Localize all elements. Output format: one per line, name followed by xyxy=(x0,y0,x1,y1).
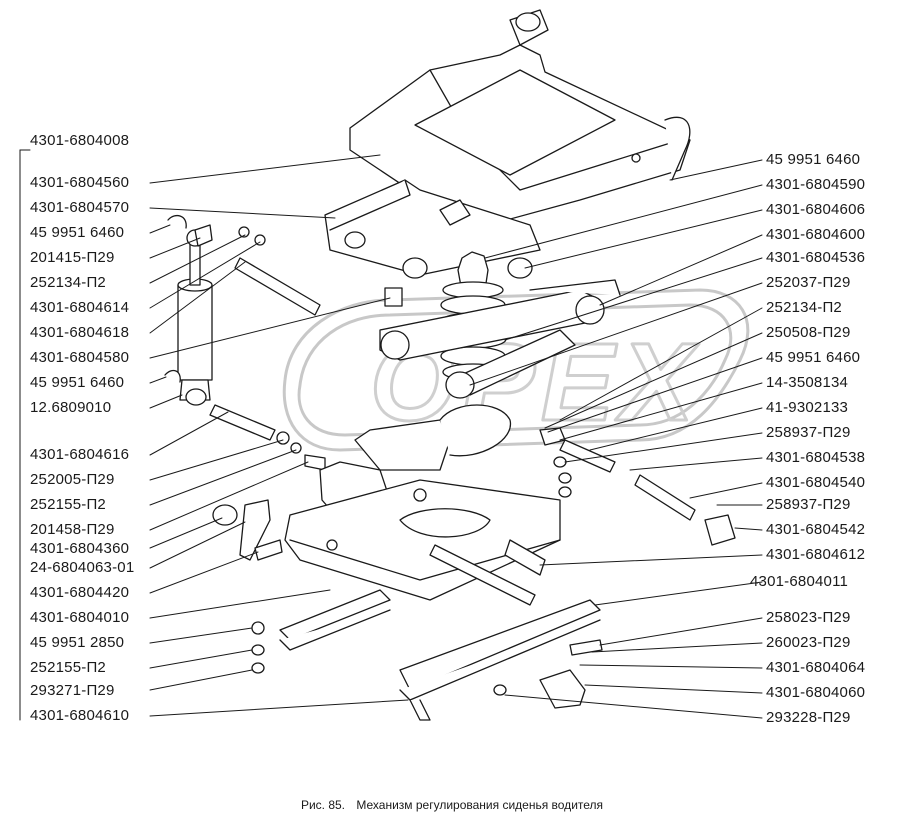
part-label: 4301-6804560 xyxy=(30,174,130,191)
part-label: 252155-П2 xyxy=(30,659,106,676)
group-bracket xyxy=(19,149,31,721)
lever-arms xyxy=(379,279,621,399)
part-label: 293228-П29 xyxy=(766,709,851,726)
part-label: 12.6809010 xyxy=(30,399,112,416)
seat-frame-top xyxy=(349,9,691,231)
part-label: 252134-П2 xyxy=(30,274,106,291)
part-label: 4301-6804612 xyxy=(766,546,866,563)
part-label: 258937-П29 xyxy=(766,424,851,441)
shock-absorber xyxy=(177,229,213,406)
part-label: 258937-П29 xyxy=(766,496,851,513)
part-label: 45 9951 6460 xyxy=(766,349,861,366)
base-housing xyxy=(212,404,561,601)
part-label: 258023-П29 xyxy=(766,609,851,626)
part-label: 4301-6804008 xyxy=(30,132,130,149)
part-label: 4301-6804538 xyxy=(766,449,866,466)
part-label: 201415-П29 xyxy=(30,249,115,266)
part-label: 45 9951 2850 xyxy=(30,634,125,651)
part-label: 4301-6804606 xyxy=(766,201,866,218)
adjust-shafts xyxy=(429,427,736,606)
part-label: 252134-П2 xyxy=(766,299,842,316)
part-label: 201458-П29 xyxy=(30,521,115,538)
part-label: 252155-П2 xyxy=(30,496,106,513)
upper-carrier-plate xyxy=(324,179,541,279)
part-label: 252037-П29 xyxy=(766,274,851,291)
part-label: 4301-6804616 xyxy=(30,446,130,463)
part-label: 4301-6804542 xyxy=(766,521,866,538)
small-hardware-upper-left xyxy=(164,214,403,383)
figure-caption: Рис. 85. Механизм регулирования сиденья … xyxy=(0,798,904,812)
leader-lines-left xyxy=(149,154,409,717)
part-label: 45 9951 6460 xyxy=(766,151,861,168)
part-label: 4301-6804536 xyxy=(766,249,866,266)
part-label: 41-9302133 xyxy=(766,399,849,416)
part-label: 14-3508134 xyxy=(766,374,849,391)
part-label: 4301-6804610 xyxy=(30,707,130,724)
part-label: 4301-6804590 xyxy=(766,176,866,193)
part-label: 45 9951 6460 xyxy=(30,224,125,241)
part-label: 45 9951 6460 xyxy=(30,374,125,391)
part-label: 4301-6804420 xyxy=(30,584,130,601)
part-label: 250508-П29 xyxy=(766,324,851,341)
part-label: 4301-6804580 xyxy=(30,349,130,366)
part-label: 252005-П29 xyxy=(30,471,115,488)
part-label: 4301-6804010 xyxy=(30,609,130,626)
part-label: 4301-6804570 xyxy=(30,199,130,216)
part-label: 4301-6804011 xyxy=(750,573,849,590)
part-label: 24-6804063-01 xyxy=(30,559,135,576)
part-label: 4301-6804064 xyxy=(766,659,866,676)
caption-number: Рис. 85. xyxy=(300,798,346,812)
part-label: 4301-6804060 xyxy=(766,684,866,701)
caption-title: Механизм регулирования сиденья водителя xyxy=(356,798,604,812)
part-label: 4301-6804360 xyxy=(30,540,130,557)
seat-rails xyxy=(251,589,603,721)
leader-lines-right xyxy=(469,159,763,719)
part-label: 4301-6804540 xyxy=(766,474,866,491)
part-label: 4301-6804600 xyxy=(766,226,866,243)
lower-pins-left xyxy=(209,404,326,471)
part-label: 4301-6804618 xyxy=(30,324,130,341)
part-label: 293271-П29 xyxy=(30,682,115,699)
part-label: 4301-6804614 xyxy=(30,299,130,316)
part-label: 260023-П29 xyxy=(766,634,851,651)
